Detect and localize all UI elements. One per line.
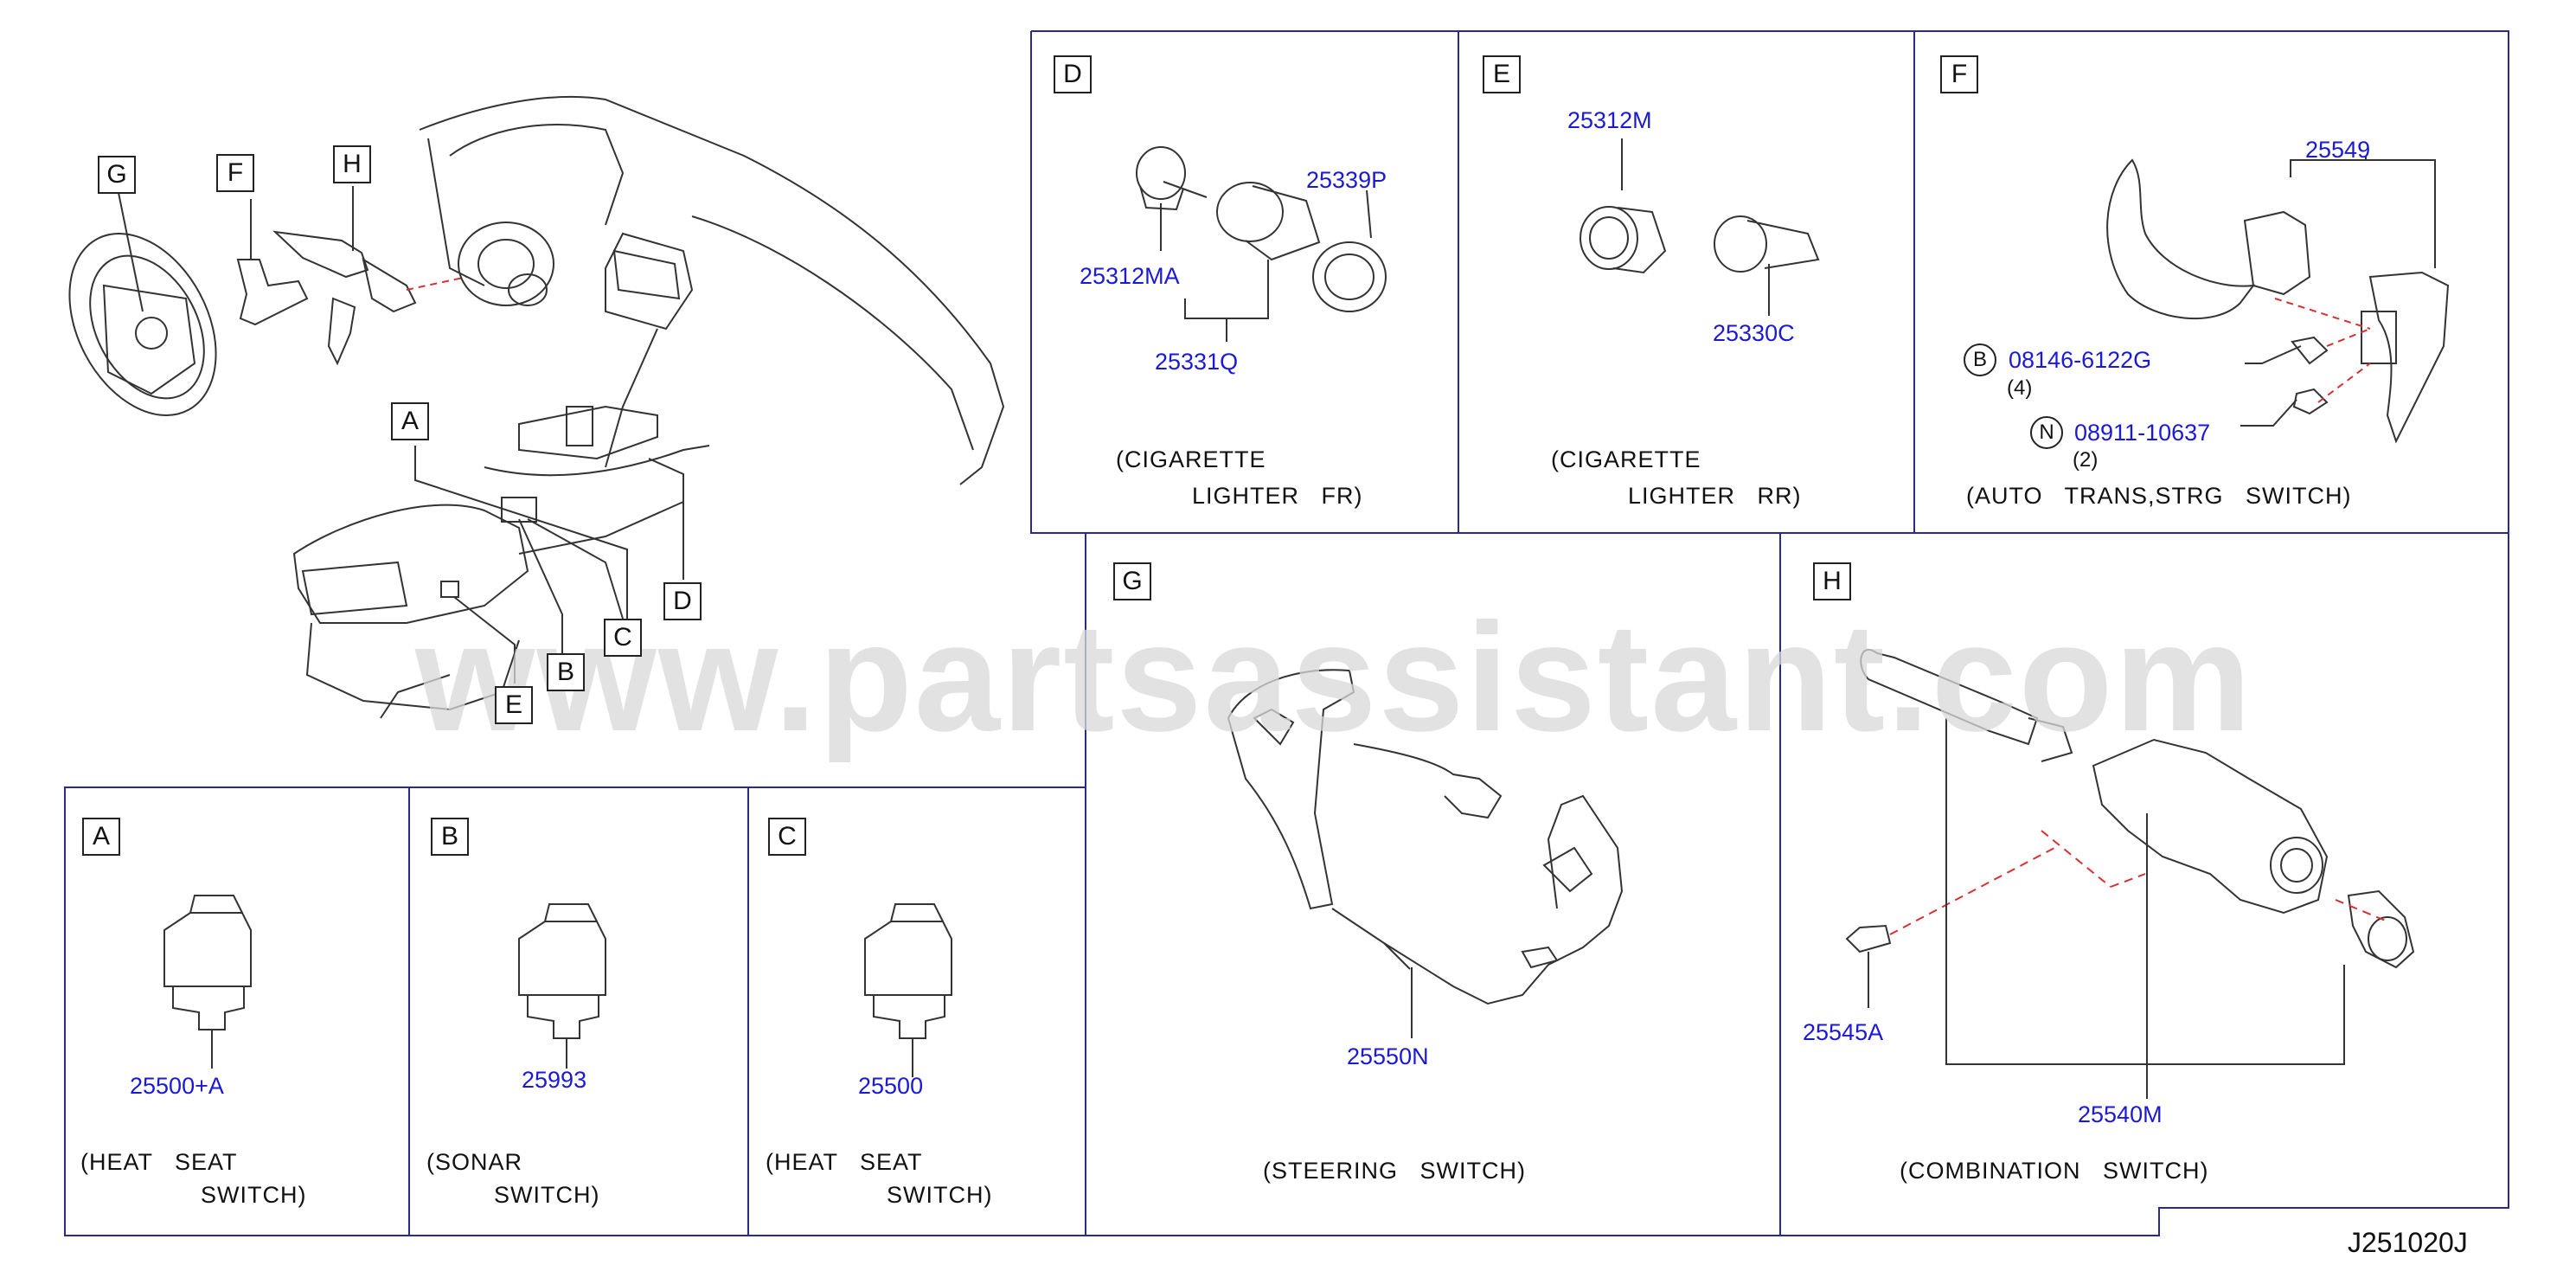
paddle-switch-drawing	[2106, 156, 2450, 444]
part-number-25312ma[interactable]: 25312MA	[1080, 263, 1180, 289]
steering-switch-drawing	[1227, 669, 1624, 1038]
panel-e-caption-line1: (CIGARETTE	[1551, 446, 1701, 472]
panel-g-caption: (STEERING SWITCH)	[1263, 1158, 1526, 1184]
panel-c-letter: C	[768, 818, 806, 856]
panel-f-letter: F	[1940, 55, 1978, 93]
panel-d-caption-line2: LIGHTER FR)	[1192, 483, 1363, 509]
panel-a-letter: A	[82, 818, 120, 856]
overview-ref-e: E	[495, 686, 533, 724]
lighter-fr-drawing	[1136, 146, 1387, 342]
panel-a-caption-line1: (HEAT SEAT	[80, 1149, 238, 1175]
panel-a-caption-line2: SWITCH)	[201, 1182, 307, 1208]
section-letter-h: H	[333, 145, 371, 183]
quantity-08146-6122g: (4)	[2007, 376, 2033, 400]
lighter-rr-drawing	[1580, 138, 1820, 316]
quantity-08911-10637: (2)	[2073, 448, 2099, 472]
panel-h-caption: (COMBINATION SWITCH)	[1900, 1158, 2209, 1184]
part-number-25331q[interactable]: 25331Q	[1155, 349, 1239, 375]
part-number-25312m[interactable]: 25312M	[1567, 107, 1652, 133]
part-number-25549[interactable]: 25549	[2305, 137, 2371, 163]
overview-ref-b: B	[547, 653, 585, 691]
panel-g-letter: G	[1113, 562, 1151, 600]
panel-c-caption-line2: SWITCH)	[887, 1182, 993, 1208]
section-letter-f: F	[216, 154, 254, 192]
section-letter-g: G	[98, 156, 136, 194]
nut-marker-n: N	[2030, 416, 2063, 449]
vehicle-interior-drawing	[68, 95, 1005, 719]
part-number-25330c[interactable]: 25330C	[1713, 320, 1795, 346]
panel-e-caption-line2: LIGHTER RR)	[1628, 483, 1802, 509]
bolt-marker-b: B	[1964, 343, 1996, 376]
overview-ref-d: D	[663, 582, 702, 620]
switch-drawings	[163, 895, 952, 1077]
part-number-25500-plus-a[interactable]: 25500+A	[130, 1073, 224, 1099]
panel-e-letter: E	[1483, 55, 1521, 93]
panel-d-caption-line1: (CIGARETTE	[1116, 446, 1266, 472]
part-number-25993[interactable]: 25993	[522, 1067, 587, 1093]
panel-d-letter: D	[1054, 55, 1092, 93]
part-number-08911-10637[interactable]: 08911-10637	[2074, 420, 2211, 446]
part-number-25545a[interactable]: 25545A	[1803, 1019, 1884, 1045]
part-number-25540m[interactable]: 25540M	[2078, 1101, 2163, 1127]
part-number-25339p[interactable]: 25339P	[1306, 167, 1387, 193]
panel-c-caption-line1: (HEAT SEAT	[766, 1149, 923, 1175]
combination-switch-drawing	[1845, 649, 2415, 1099]
part-number-08146-6122g[interactable]: 08146-6122G	[2009, 347, 2152, 373]
panel-f-caption: (AUTO TRANS,STRG SWITCH)	[1966, 483, 2352, 509]
panel-b-letter: B	[431, 818, 469, 856]
panel-b-caption-line2: SWITCH)	[494, 1182, 600, 1208]
overview-ref-c: C	[604, 619, 642, 657]
part-number-25500[interactable]: 25500	[858, 1073, 924, 1099]
panel-b-caption-line1: (SONAR	[426, 1149, 523, 1175]
part-number-25550n[interactable]: 25550N	[1347, 1043, 1429, 1069]
panel-h-letter: H	[1813, 562, 1851, 600]
overview-ref-a: A	[391, 402, 429, 440]
diagram-code: J251020J	[2348, 1227, 2468, 1258]
